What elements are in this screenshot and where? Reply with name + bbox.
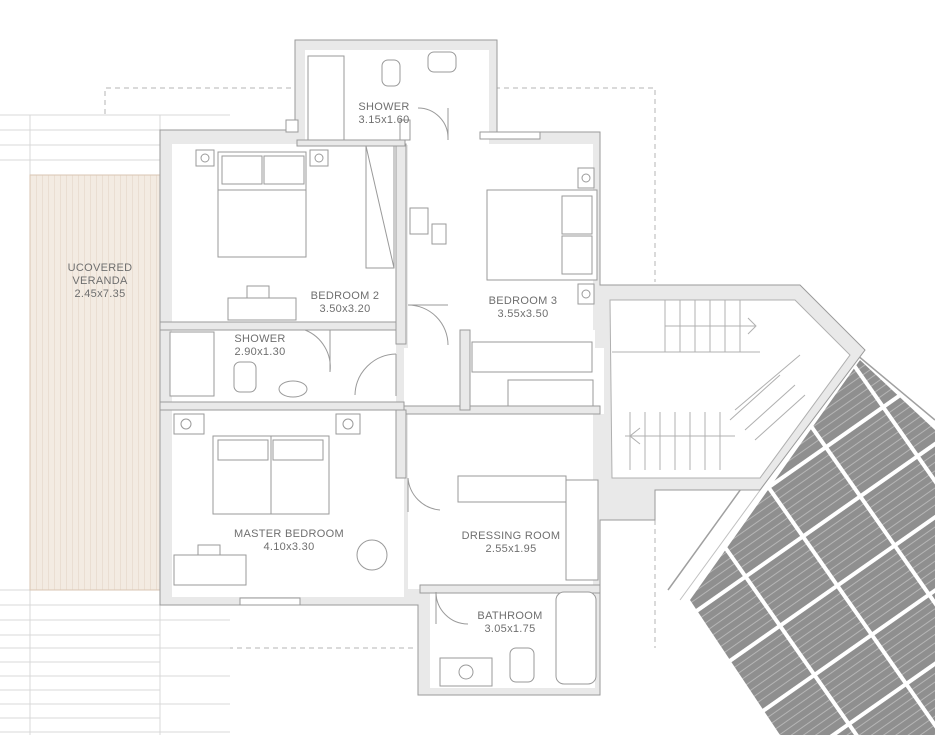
room-label-bedroom-3: BEDROOM 3 3.55x3.50 bbox=[488, 295, 558, 320]
windows bbox=[239, 119, 541, 606]
room-label-veranda: UCOVERED VERANDA 2.45x7.35 bbox=[67, 262, 133, 300]
doors bbox=[304, 107, 469, 625]
stairs bbox=[612, 300, 806, 470]
room-label-shower-top: SHOWER 3.15x1.60 bbox=[358, 101, 410, 126]
room-label-bathroom: BATHROOM 3.05x1.75 bbox=[477, 610, 543, 635]
room-label-bedroom-2: BEDROOM 2 3.50x3.20 bbox=[310, 290, 380, 315]
interior-walls bbox=[159, 139, 601, 594]
room-label-shower-mid: SHOWER 2.90x1.30 bbox=[234, 333, 286, 358]
room-label-dressing-room: DRESSING ROOM 2.55x1.95 bbox=[461, 530, 561, 555]
room-label-master-bedroom: MASTER BEDROOM 4.10x3.30 bbox=[234, 528, 344, 553]
furniture bbox=[169, 51, 599, 687]
